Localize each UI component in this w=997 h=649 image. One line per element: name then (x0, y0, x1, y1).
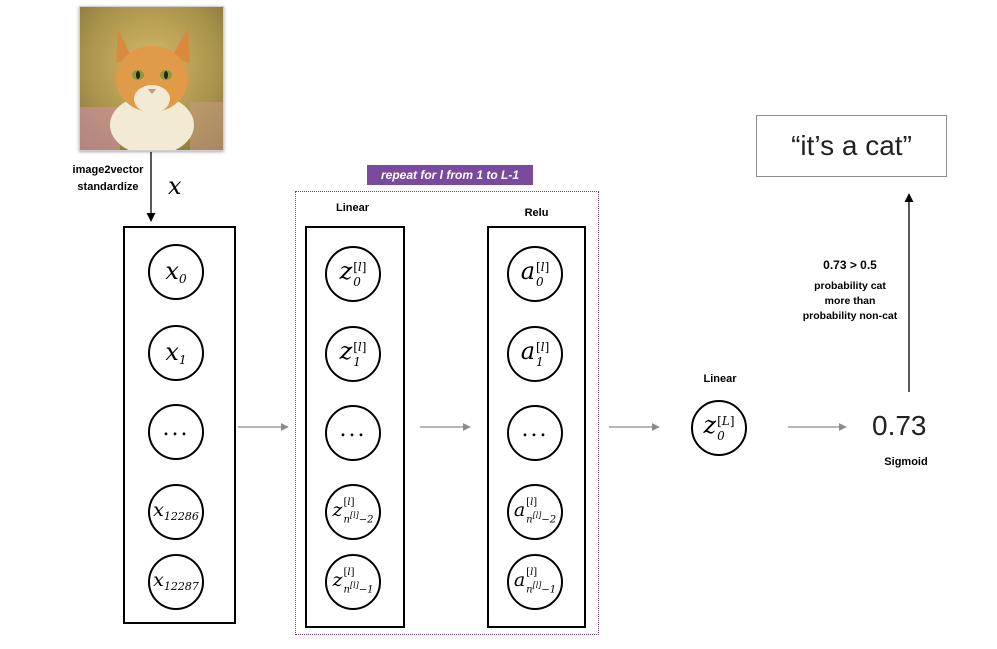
decision-reason: probability cat more than probability no… (780, 279, 920, 324)
relu-node-a-n-minus-1: a[l]n[l]−1 (507, 554, 563, 610)
result-text: “it’s a cat” (791, 130, 912, 161)
relu-node-a0: a[l]0 (507, 246, 563, 302)
reason-line-1: probability cat (814, 280, 886, 292)
linear-stage-label: Linear (335, 202, 369, 214)
input-node-ellipsis: ... (148, 404, 204, 460)
repeat-badge: repeat for l from 1 to L-1 (367, 165, 533, 185)
input-node-x1: x1 (148, 325, 204, 381)
repeat-region (295, 191, 599, 635)
reason-line-3: probability non-cat (802, 310, 898, 322)
linear-layer-column: z[l]0 z[l]1 ... z[l]n[l]−2 z[l]n[l]−1 (305, 226, 405, 628)
input-node-x12287: x12287 (148, 554, 204, 610)
relu-layer-column: a[l]0 a[l]1 ... a[l]n[l]−2 a[l]n[l]−1 (487, 226, 586, 628)
preprocess-caption: image2vector standardize (68, 162, 148, 196)
relu-node-a-n-minus-2: a[l]n[l]−2 (507, 484, 563, 540)
output-linear-label: Linear (703, 373, 737, 385)
input-node-x0: x0 (148, 244, 204, 300)
result-box: “it’s a cat” (756, 115, 947, 177)
reason-line-2: more than (824, 295, 876, 307)
input-node-x12286: x12286 (148, 484, 204, 540)
probability-value: 0.73 (872, 410, 927, 441)
linear-node-z1: z[l]1 (325, 326, 381, 382)
caption-image2vector: image2vector (72, 164, 144, 176)
input-layer-column: x0 x1 ... x12286 x12287 (123, 226, 236, 624)
relu-node-a1: a[l]1 (507, 326, 563, 382)
linear-node-ellipsis: ... (325, 405, 381, 461)
linear-node-z0: z[l]0 (325, 246, 381, 302)
relu-node-ellipsis: ... (507, 405, 563, 461)
relu-stage-label: Relu (524, 207, 549, 219)
input-vector-symbol: x (168, 172, 182, 200)
threshold-text: 0.73 > 0.5 (823, 258, 877, 272)
output-node-zL: z[L]0 (691, 400, 747, 456)
linear-node-z-n-minus-2: z[l]n[l]−2 (325, 484, 381, 540)
cat-photo (79, 6, 224, 151)
linear-node-z-n-minus-1: z[l]n[l]−1 (325, 554, 381, 610)
sigmoid-label: Sigmoid (884, 456, 928, 468)
caption-standardize: standardize (77, 181, 139, 193)
